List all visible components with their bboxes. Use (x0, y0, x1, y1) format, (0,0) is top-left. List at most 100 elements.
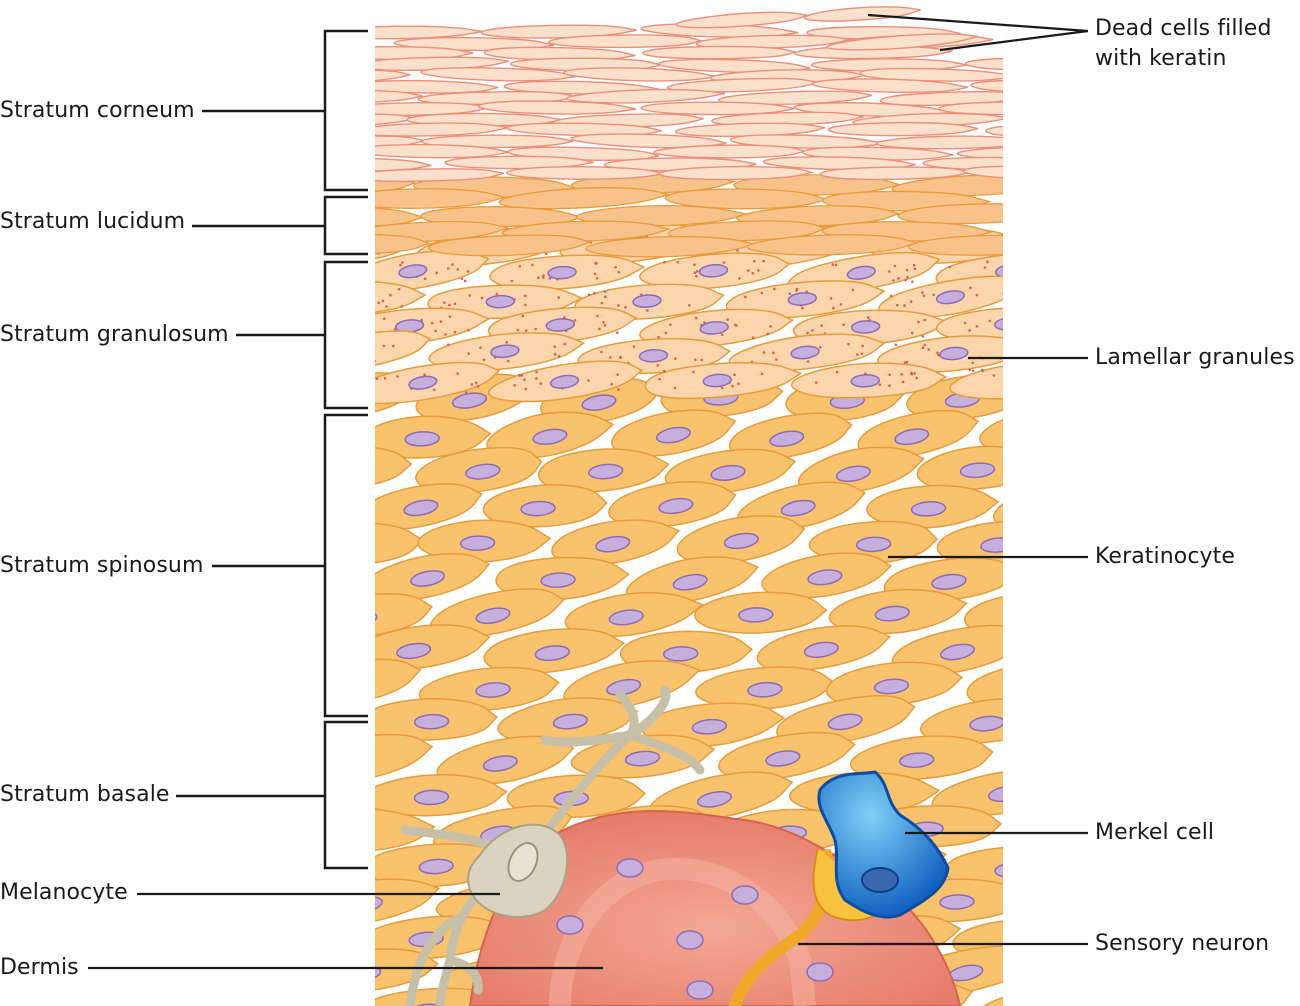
lamellar-granule (349, 327, 352, 330)
lamellar-granule (988, 319, 992, 323)
lamellar-granule (831, 263, 835, 266)
lamellar-granule (1014, 329, 1017, 332)
loose-corneum-flake (803, 6, 921, 22)
lamellar-granule (878, 383, 882, 386)
lamellar-granule (480, 296, 484, 300)
keratinocyte-nucleus (1013, 608, 1048, 625)
lamellar-granule (541, 276, 545, 279)
dermis-cell-nucleus (556, 915, 584, 935)
corneum-cell (375, 122, 509, 137)
lamellar-granule (596, 314, 599, 318)
keratinocyte-cell (993, 502, 1003, 527)
lucidum-cell (498, 187, 672, 210)
lamellar-granule (1026, 272, 1029, 275)
lamellar-granule (986, 260, 989, 264)
lamellar-granule (1022, 371, 1025, 374)
keratinocyte-nucleus (662, 646, 699, 662)
corneum-cell (859, 67, 1003, 82)
lamellar-granule (913, 267, 917, 271)
lamellar-granule (288, 245, 291, 248)
lamellar-granule (923, 318, 927, 322)
lamellar-granule (657, 335, 660, 339)
corneum-cell (375, 25, 483, 40)
lamellar-granule (330, 349, 333, 352)
lamellar-granule (587, 379, 590, 382)
lamellar-granule (1013, 315, 1016, 318)
lamellar-granule (1007, 289, 1010, 292)
label-merkel-cell: Merkel cell (1095, 820, 1215, 845)
lamellar-granule (367, 359, 370, 362)
lamellar-granule (460, 277, 464, 281)
granulosum-nucleus (545, 318, 575, 332)
keratinocyte-nucleus (1025, 424, 1060, 442)
granulosum-cell (375, 249, 490, 293)
lamellar-granule (851, 288, 855, 292)
lamellar-granule (917, 320, 920, 324)
lamellar-granule (608, 356, 612, 359)
lamellar-granule (474, 381, 478, 385)
lamellar-granule (446, 267, 450, 270)
lamellar-granule (361, 293, 364, 296)
keratinocyte-nucleus (899, 752, 935, 769)
lamellar-granule (595, 276, 599, 280)
lamellar-granule (921, 335, 925, 338)
corneum-cell (477, 100, 637, 115)
lamellar-granule (616, 373, 619, 376)
lamellar-granule (1008, 292, 1011, 295)
dermis-cell-nucleus (806, 962, 834, 982)
lamellar-granule (347, 304, 350, 307)
corneum-cell (956, 146, 1003, 160)
lamellar-granule (523, 378, 526, 381)
merkel-cell-nucleus (861, 867, 899, 893)
leader-lines (88, 13, 1089, 970)
lamellar-granule (760, 291, 764, 295)
lamellar-granule (692, 370, 695, 374)
lamellar-granule (963, 321, 967, 325)
lamellar-granule (350, 321, 353, 324)
lucidum-cell (746, 234, 920, 256)
lamellar-granule (927, 348, 931, 351)
lamellar-granule (662, 369, 666, 373)
lamellar-granule (744, 295, 747, 299)
lamellar-granule (381, 299, 385, 303)
lamellar-granule (375, 377, 379, 380)
lamellar-granule (757, 269, 760, 272)
lamellar-granule (548, 277, 552, 280)
lamellar-granule (932, 293, 935, 297)
lamellar-granule (282, 237, 285, 240)
granulosum-cell (375, 330, 432, 366)
lamellar-granule (867, 316, 870, 319)
keratinocyte-nucleus (408, 1003, 445, 1006)
granulosum-cell (949, 365, 1003, 400)
keratinocyte-nucleus (465, 463, 501, 480)
lucidum-cell (375, 188, 508, 209)
lamellar-granule (1062, 373, 1065, 376)
lucidum-cell (907, 234, 1003, 256)
granulosum-nucleus (702, 373, 732, 388)
lamellar-granule (524, 329, 528, 332)
lamellar-granule (354, 357, 357, 360)
keratinocyte-nucleus (910, 500, 947, 517)
lamellar-granule (915, 376, 919, 380)
lamellar-granule (598, 327, 601, 331)
lamellar-granule (646, 309, 649, 312)
lamellar-granule (895, 303, 899, 307)
corneum-cell (375, 113, 419, 126)
lamellar-granule (602, 321, 605, 324)
lamellar-granule (513, 383, 517, 387)
lamellar-granule (400, 305, 403, 308)
lamellar-granule (920, 291, 924, 294)
lamellar-granule (353, 246, 356, 249)
corneum-cell (962, 165, 1003, 179)
keratinocyte-nucleus (413, 789, 450, 806)
lucidum-cell (575, 204, 748, 227)
keratinocyte-nucleus (1015, 675, 1051, 695)
lamellar-granule (922, 294, 926, 298)
merkel-cell-illustration (817, 770, 950, 919)
lamellar-granule (1061, 259, 1064, 262)
keratinocyte-nucleus (595, 535, 631, 553)
lamellar-granule (801, 306, 804, 310)
lamellar-granule (369, 315, 372, 318)
lamellar-granule (983, 266, 987, 269)
lamellar-granule (860, 352, 864, 355)
